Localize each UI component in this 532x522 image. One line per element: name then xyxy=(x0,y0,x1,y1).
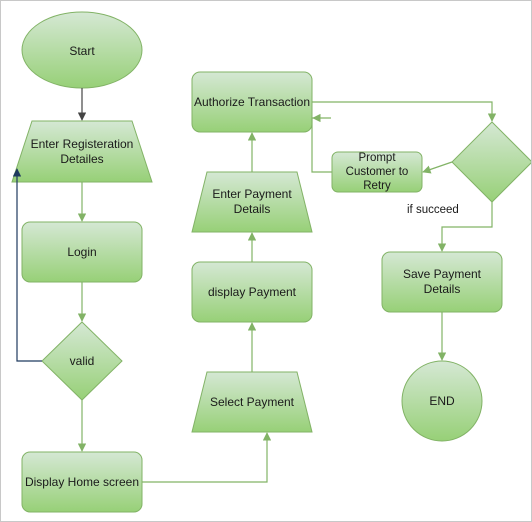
arrow-home-to-select-payment xyxy=(142,432,272,483)
select-payment-label: Select Payment xyxy=(209,394,295,409)
display-home-label: Display Home screen xyxy=(24,474,140,489)
authorize-label: Authorize Transaction xyxy=(193,94,311,109)
display-payment-label: display Payment xyxy=(207,284,297,299)
valid-label: valid xyxy=(69,353,95,368)
end-label: END xyxy=(429,393,455,408)
arrow-prompt-to-authorize xyxy=(311,117,332,173)
end-terminal xyxy=(401,360,483,442)
if-succeed-edge-label: if succeed xyxy=(404,204,462,216)
arrow-valid-back-to-registration xyxy=(12,168,42,362)
arrow-authorize-to-decision xyxy=(312,101,497,122)
start-label: Start xyxy=(69,43,95,58)
arrow-decision-to-prompt xyxy=(422,161,453,174)
success-decision xyxy=(451,121,531,203)
save-payment-label: Save Payment Details xyxy=(402,267,482,296)
prompt-retry-label: Prompt Customer to Retry xyxy=(345,152,409,192)
enter-payment-label: Enter Payment Details xyxy=(212,187,292,216)
enter-payment-trapezoid xyxy=(191,171,313,233)
login-label: Login xyxy=(67,244,97,259)
enter-registration-trapezoid xyxy=(11,120,153,183)
select-payment-trapezoid xyxy=(191,371,313,433)
enter-registration-label: Enter Registeration Detailes xyxy=(30,137,134,166)
arrow-decision-to-save xyxy=(437,202,493,252)
